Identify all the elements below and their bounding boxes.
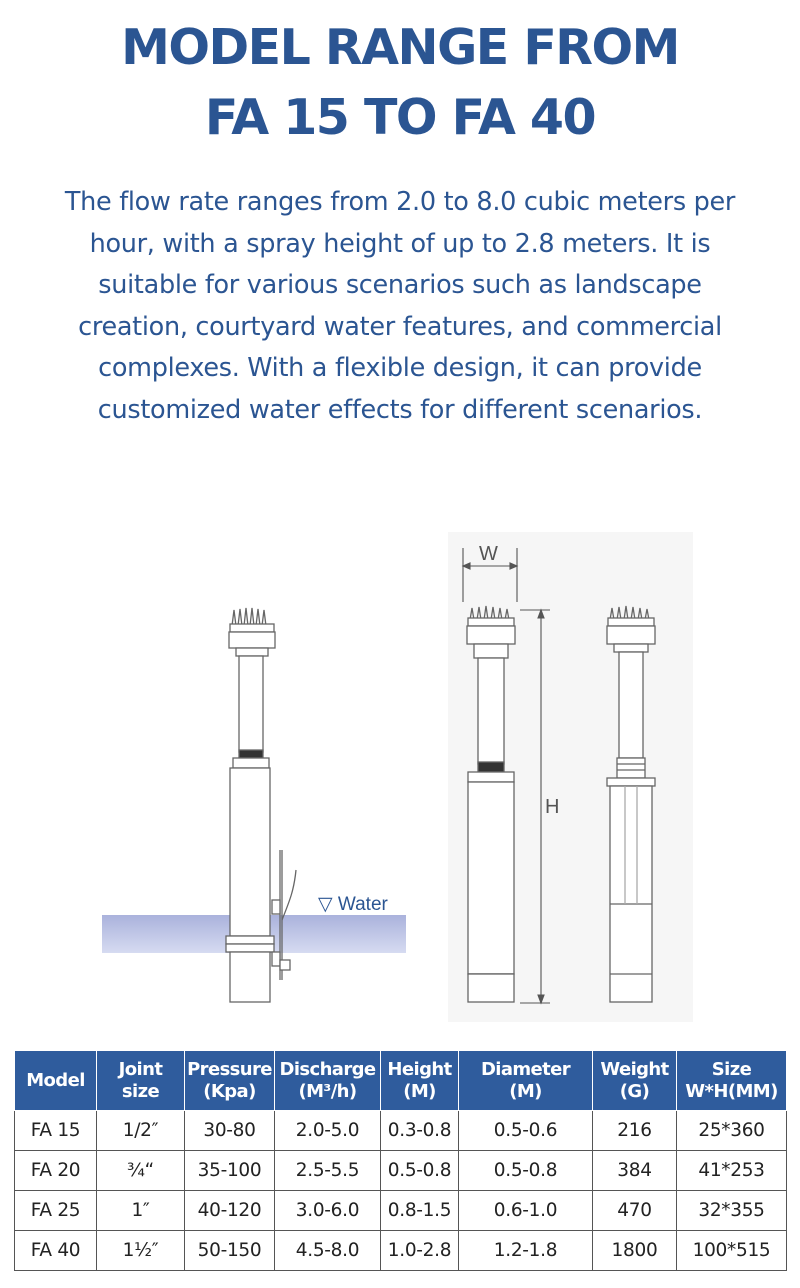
cell-discharge: 2.5-5.5 <box>274 1150 381 1191</box>
table-row: FA 40 1½″ 50-150 4.5-8.0 1.0-2.8 1.2-1.8… <box>14 1230 787 1271</box>
header-weight: Weight(G) <box>592 1050 677 1111</box>
cell-discharge: 3.0-6.0 <box>274 1190 381 1231</box>
page-title-line-1: MODEL RANGE FROM <box>121 19 680 76</box>
table-row: FA 15 1/2″ 30-80 2.0-5.0 0.3-0.8 0.5-0.6… <box>14 1110 787 1151</box>
page-title-line-2: FA 15 TO FA 40 <box>204 89 597 146</box>
cell-joint: 1″ <box>96 1190 185 1231</box>
installed-nozzle-drawing <box>102 607 406 1003</box>
cell-pressure: 30-80 <box>184 1110 275 1151</box>
width-label: W <box>479 543 498 565</box>
cell-diameter: 0.5-0.8 <box>458 1150 593 1191</box>
cell-diameter: 1.2-1.8 <box>458 1230 593 1271</box>
cell-size: 41*253 <box>676 1150 787 1191</box>
cell-pressure: 35-100 <box>184 1150 275 1191</box>
cell-pressure: 40-120 <box>184 1190 275 1231</box>
cell-weight: 470 <box>592 1190 677 1231</box>
cell-height: 0.5-0.8 <box>380 1150 459 1191</box>
product-description: The flow rate ranges from 2.0 to 8.0 cub… <box>64 187 736 425</box>
dimensioned-nozzle-drawing <box>466 605 516 1003</box>
cell-discharge: 2.0-5.0 <box>274 1110 381 1151</box>
cell-discharge: 4.5-8.0 <box>274 1230 381 1271</box>
table-row: FA 20 ¾“ 35-100 2.5-5.5 0.5-0.8 0.5-0.8 … <box>14 1150 787 1191</box>
cell-diameter: 0.5-0.6 <box>458 1110 593 1151</box>
cell-diameter: 0.6-1.0 <box>458 1190 593 1231</box>
height-label: H <box>545 796 559 818</box>
cell-model: FA 25 <box>14 1190 97 1231</box>
header-model: Model <box>14 1050 97 1111</box>
table-row: FA 25 1″ 40-120 3.0-6.0 0.8-1.5 0.6-1.0 … <box>14 1190 787 1231</box>
cell-height: 0.3-0.8 <box>380 1110 459 1151</box>
cell-joint: 1/2″ <box>96 1110 185 1151</box>
cell-height: 1.0-2.8 <box>380 1230 459 1271</box>
header-pressure: Pressure(Kpa) <box>184 1050 275 1111</box>
cell-weight: 216 <box>592 1110 677 1151</box>
nozzle-diagram-svg: ▽ Water W H <box>102 532 693 1022</box>
cell-model: FA 15 <box>14 1110 97 1151</box>
cell-model: FA 40 <box>14 1230 97 1271</box>
header-height: Height(M) <box>380 1050 459 1111</box>
cell-model: FA 20 <box>14 1150 97 1191</box>
cell-size: 32*355 <box>676 1190 787 1231</box>
water-label: ▽ Water <box>318 894 389 915</box>
cell-weight: 384 <box>592 1150 677 1191</box>
header-diameter: Diameter(M) <box>458 1050 593 1111</box>
cell-weight: 1800 <box>592 1230 677 1271</box>
cell-joint: 1½″ <box>96 1230 185 1271</box>
height-dimension <box>520 608 550 1005</box>
header-discharge: Discharge(M³/h) <box>274 1050 381 1111</box>
width-dimension <box>461 548 519 602</box>
sectional-nozzle-drawing <box>606 605 656 1003</box>
nozzle-diagram: ▽ Water W H <box>0 520 800 1040</box>
cell-size: 100*515 <box>676 1230 787 1271</box>
cell-size: 25*360 <box>676 1110 787 1151</box>
cell-height: 0.8-1.5 <box>380 1190 459 1231</box>
cell-joint: ¾“ <box>96 1150 185 1191</box>
cell-pressure: 50-150 <box>184 1230 275 1271</box>
